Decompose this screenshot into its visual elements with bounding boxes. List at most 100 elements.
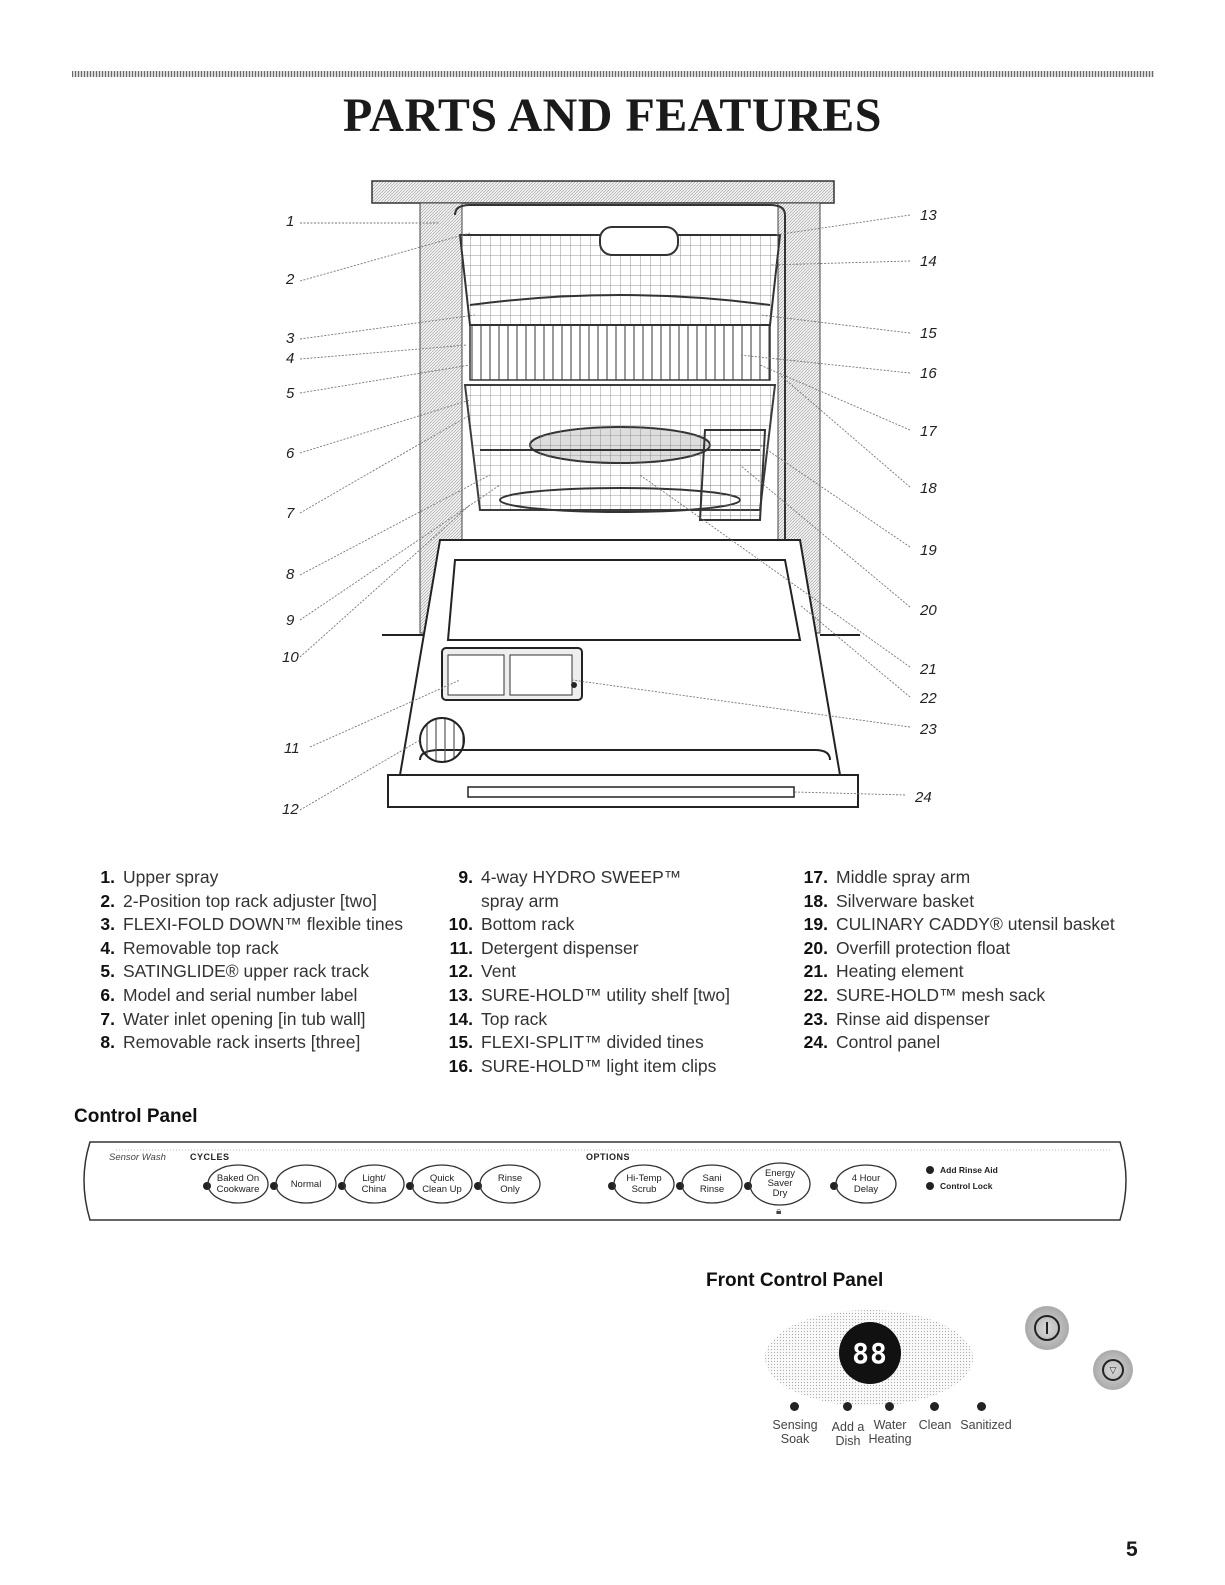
water-heating-light (885, 1402, 894, 1411)
add-rinse-aid-light (926, 1166, 934, 1174)
clean-light (930, 1402, 939, 1411)
front-control-panel: 88 ▽ Sensing Soak Add a Dish Water Heati… (755, 1300, 1135, 1460)
list-item: 6.Model and serial number label (100, 984, 358, 1005)
digital-display: 88 (839, 1322, 901, 1384)
clean-label: Clean (918, 1418, 952, 1432)
list-item: 1.Upper spray (100, 867, 219, 887)
list-item: 22.SURE-HOLD™ mesh sack (803, 984, 1046, 1005)
callout-10: 10 (282, 649, 299, 666)
sensing-soak-label: Sensing Soak (772, 1418, 818, 1446)
option-indicator-light (676, 1182, 684, 1190)
callout-1: 1 (286, 213, 295, 230)
sanitized-label: Sanitized (960, 1418, 1012, 1432)
list-item: 20.Overfill protection float (803, 937, 1011, 958)
light-china-button[interactable]: Light/China (342, 1164, 406, 1204)
callout-23: 23 (920, 721, 937, 738)
list-item: 2.2-Position top rack adjuster [two] (100, 890, 377, 911)
cycle-indicator-light (406, 1182, 414, 1190)
add-a-dish-light (843, 1402, 852, 1411)
page-title: PARTS AND FEATURES (343, 89, 882, 142)
list-item: 7.Water inlet opening [in tub wall] (100, 1008, 366, 1029)
callout-16: 16 (920, 365, 937, 382)
start-button[interactable]: ▽ (1093, 1350, 1133, 1390)
parts-list-col3: 17.Middle spray arm 18.Silverware basket… (798, 866, 1115, 1055)
callout-5: 5 (286, 385, 295, 402)
normal-button[interactable]: Normal (274, 1164, 338, 1204)
add-a-dish-label: Add a Dish (831, 1420, 865, 1448)
list-item: 14.Top rack (448, 1008, 548, 1029)
list-item: 18.Silverware basket (803, 890, 975, 911)
control-panel-outline (83, 1141, 1127, 1221)
front-panel-graphic (765, 1310, 973, 1406)
list-item: 13.SURE-HOLD™ utility shelf [two] (448, 984, 730, 1005)
option-indicator-light (830, 1182, 838, 1190)
callout-3: 3 (286, 330, 295, 347)
start-icon: ▽ (1102, 1359, 1124, 1381)
cycle-indicator-light (203, 1182, 211, 1190)
front-control-panel-heading: Front Control Panel (706, 1270, 884, 1291)
list-item: 4.Removable top rack (100, 937, 279, 958)
callout-20: 20 (920, 602, 937, 619)
power-icon (1034, 1315, 1060, 1341)
callout-15: 15 (920, 325, 937, 342)
page-number: 5 (1126, 1538, 1138, 1561)
list-item: 3.FLEXI-FOLD DOWN™ flexible tines (100, 914, 404, 935)
list-item: 24.Control panel (803, 1032, 941, 1053)
display-readout: 88 (852, 1336, 888, 1370)
list-item: 16.SURE-HOLD™ light item clips (448, 1055, 717, 1076)
dishwasher-diagram: 1 2 3 4 5 6 7 8 9 10 11 12 13 14 15 16 1… (0, 175, 1225, 835)
list-item: 19.CULINARY CADDY® utensil basket (803, 914, 1115, 935)
sensor-wash-label: Sensor Wash (109, 1152, 166, 1163)
list-item: 15.FLEXI-SPLIT™ divided tines (448, 1032, 704, 1053)
callout-19: 19 (920, 542, 937, 559)
callout-7: 7 (286, 505, 295, 522)
control-panel-heading: Control Panel (74, 1106, 198, 1127)
cycle-indicator-light (338, 1182, 346, 1190)
sensing-soak-light (790, 1402, 799, 1411)
callout-14: 14 (920, 253, 937, 270)
list-item: 23.Rinse aid dispenser (803, 1008, 990, 1029)
add-rinse-aid-label: Add Rinse Aid (940, 1165, 998, 1175)
option-indicator-light (608, 1182, 616, 1190)
list-item: 10.Bottom rack (448, 914, 575, 935)
callout-11: 11 (284, 740, 300, 757)
callout-13: 13 (920, 207, 937, 224)
parts-list-col1: 1.Upper spray 2.2-Position top rack adju… (85, 866, 403, 1055)
callout-17: 17 (920, 423, 937, 440)
callout-4: 4 (286, 350, 295, 367)
top-rule (72, 71, 1154, 77)
list-item: 12.Vent (448, 961, 517, 982)
list-item: 11.Detergent dispenser (449, 937, 639, 958)
options-label: OPTIONS (586, 1152, 631, 1162)
cycles-label: CYCLES (190, 1152, 230, 1162)
control-lock-label: Control Lock (940, 1181, 993, 1191)
callout-6: 6 (286, 445, 295, 462)
option-indicator-light (744, 1182, 752, 1190)
control-lock-light (926, 1182, 934, 1190)
callout-21: 21 (920, 661, 937, 678)
lock-icon: 🔒︎ (776, 1206, 782, 1217)
list-item: 17.Middle spray arm (803, 867, 971, 887)
callout-2: 2 (286, 271, 295, 288)
sanitized-light (977, 1402, 986, 1411)
list-item: 21.Heating element (803, 961, 964, 982)
callout-12: 12 (282, 801, 299, 818)
callout-9: 9 (286, 612, 295, 629)
water-heating-label: Water Heating (868, 1418, 912, 1446)
cycle-indicator-light (270, 1182, 278, 1190)
list-item: 8.Removable rack inserts [three] (100, 1032, 361, 1053)
power-button[interactable] (1025, 1306, 1069, 1350)
callout-8: 8 (286, 566, 295, 583)
callout-22: 22 (920, 690, 937, 707)
callout-24: 24 (915, 789, 932, 806)
